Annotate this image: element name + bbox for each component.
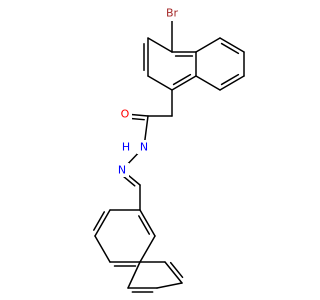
bond-d2-d3 <box>94 209 111 237</box>
bond-layer <box>93 12 245 293</box>
oxygen-label-bg <box>118 107 132 121</box>
bromine-label-bg <box>162 5 182 21</box>
molecule-structure: Br O N H N <box>93 5 245 293</box>
amide-hydrogen-label-bg <box>119 140 133 154</box>
bond-d3-d4 <box>94 235 111 263</box>
imine-nitrogen-label-bg <box>115 163 129 177</box>
bond-c3-c4 <box>147 75 173 91</box>
bond-d5-d6 <box>139 235 156 263</box>
bond-c6-c7 <box>195 37 221 53</box>
double-bond-c9-c10 <box>220 73 240 86</box>
amide-hydrogen-label: H <box>122 141 130 154</box>
amide-nitrogen-label: N <box>140 141 148 154</box>
double-bond-c4-c5 <box>172 73 192 86</box>
bond-c7-c8 <box>219 37 245 53</box>
bond-d10-d5 <box>127 261 141 289</box>
double-bond-c7-c8 <box>220 42 240 55</box>
double-bond-d6-d1 <box>138 215 151 235</box>
bromine-atom-label: Br <box>166 7 179 20</box>
imine-nitrogen-label: N <box>118 164 126 177</box>
double-bond-d7-d8 <box>169 261 184 279</box>
double-bond-ni-ch <box>121 174 136 187</box>
bond-c10-c5 <box>195 75 221 91</box>
atom-label-layer: Br O N H N <box>115 5 182 177</box>
bond-d6-d1 <box>139 209 156 237</box>
molecule-canvas: Br O N H N <box>93 5 245 293</box>
carbonyl-oxygen-label: O <box>121 108 130 121</box>
bond-c4-c5 <box>171 75 197 91</box>
amide-nitrogen-label-bg <box>137 140 151 154</box>
bond-d7-d8 <box>164 261 183 284</box>
bond-c1-c2 <box>147 37 173 53</box>
bond-d8-d9 <box>156 282 183 289</box>
bond-c9-c10 <box>219 75 245 91</box>
double-bond-d2-d3 <box>93 211 106 231</box>
